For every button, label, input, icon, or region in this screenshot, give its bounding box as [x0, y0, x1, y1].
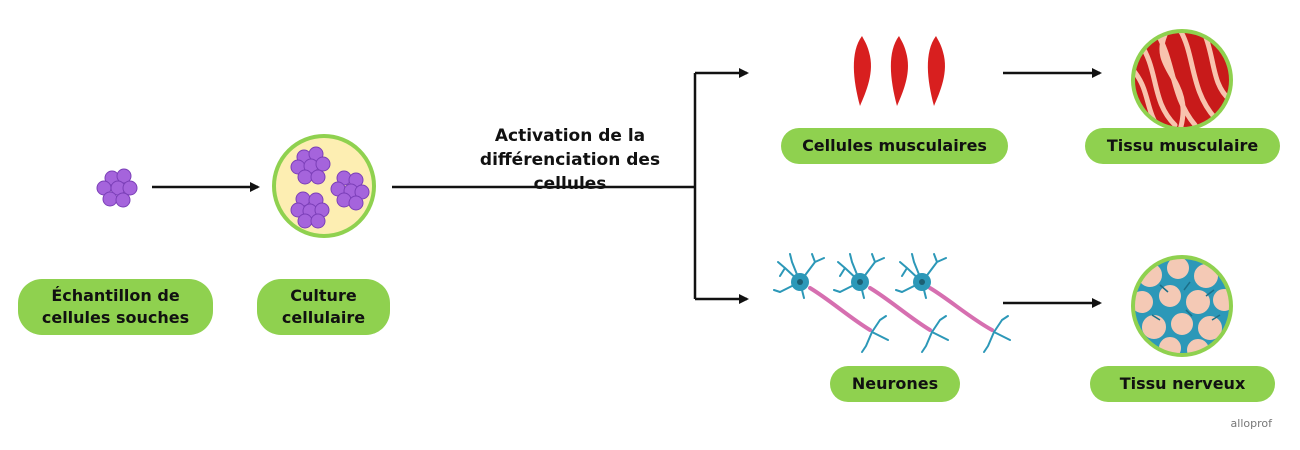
muscle-cells-icon — [853, 36, 945, 106]
neurons-icon — [773, 253, 1011, 353]
activation-caption-line2: différenciation des cellules — [479, 150, 661, 194]
nerve-tissue-icon — [1131, 255, 1233, 357]
neurons-label: Neurones — [830, 366, 960, 402]
culture-label: Culture cellulaire — [257, 279, 390, 335]
muscle-tissue-label: Tissu musculaire — [1085, 128, 1280, 164]
culture-label-line2: cellulaire — [281, 308, 366, 327]
activation-caption-line1: Activation de la — [494, 126, 646, 146]
stem-cells-label-line2: cellules souches — [41, 308, 190, 327]
muscle-cells-label: Cellules musculaires — [781, 128, 1008, 164]
muscle-tissue-icon — [1131, 29, 1233, 131]
culture-label-line1: Culture — [290, 286, 357, 305]
differentiation-branch-arrow — [392, 68, 749, 304]
cell-culture-icon — [272, 134, 376, 238]
stem-cells-label: Échantillon de cellules souches — [18, 279, 213, 335]
stem-cell-cluster-icon — [96, 168, 138, 208]
nerve-tissue-label: Tissu nerveux — [1090, 366, 1275, 402]
activation-caption: Activation de la différenciation des cel… — [445, 124, 695, 196]
alloprof-brand: alloprof — [1230, 417, 1272, 430]
stem-cells-label-line1: Échantillon de — [51, 286, 180, 305]
